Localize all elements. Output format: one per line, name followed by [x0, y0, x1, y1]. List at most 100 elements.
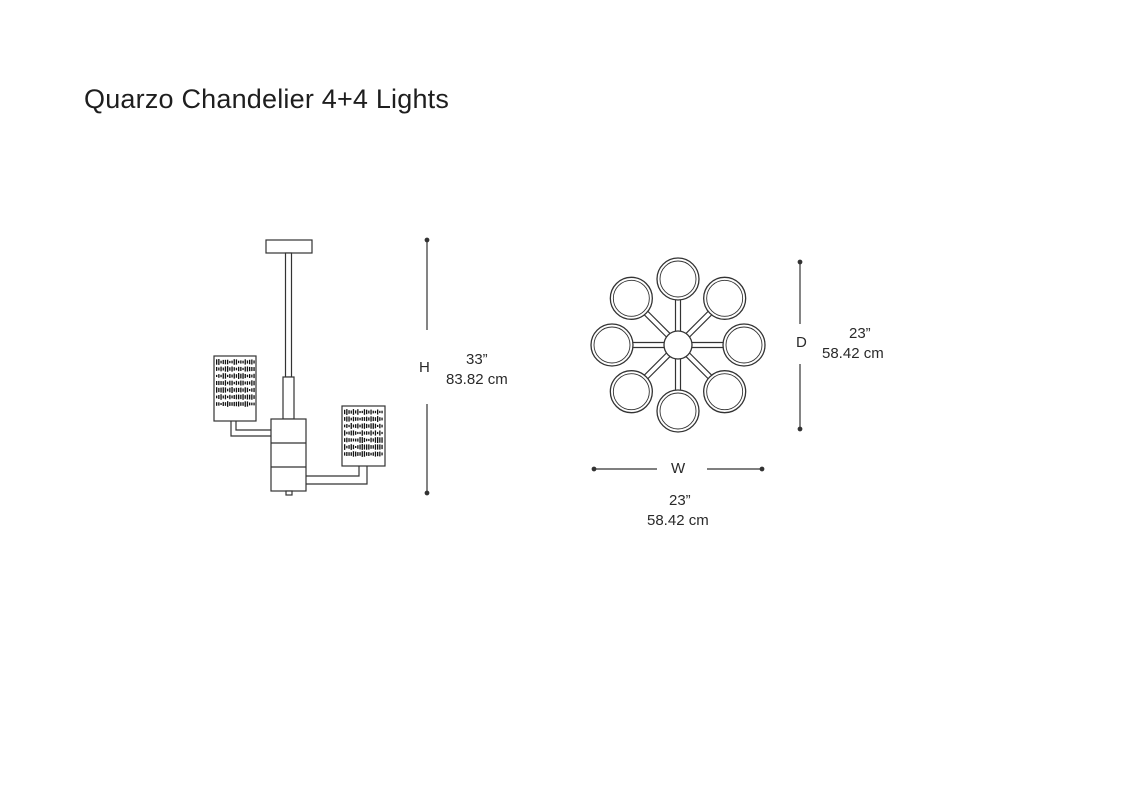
crystal-texture	[240, 394, 242, 400]
crystal-texture	[224, 394, 227, 400]
crystal-texture	[251, 402, 253, 406]
crystal-texture	[355, 417, 357, 421]
globe-inner-ring	[706, 373, 744, 411]
crystal-texture	[222, 373, 224, 379]
crystal-texture	[216, 395, 218, 399]
crystal-texture	[366, 409, 368, 415]
crystal-texture	[352, 444, 355, 450]
crystal-texture	[251, 394, 253, 400]
crystal-texture	[235, 359, 238, 365]
crystal-texture	[249, 366, 251, 372]
crystal-texture	[372, 410, 374, 414]
globe-inner-ring	[659, 260, 697, 298]
crystal-texture	[222, 395, 224, 399]
crystal-texture	[251, 388, 253, 392]
crystal-texture	[249, 389, 251, 392]
crystal-texture	[231, 360, 233, 364]
crystal-texture	[359, 452, 361, 456]
crystal-texture	[224, 402, 227, 406]
crystal-texture	[240, 402, 242, 406]
crystal-texture	[227, 366, 229, 372]
crystal-texture	[379, 430, 381, 436]
crystal-texture	[357, 452, 359, 456]
crystal-texture	[233, 373, 235, 379]
left-shade-pattern	[216, 359, 255, 407]
crystal-texture	[229, 380, 231, 386]
crystal-texture	[379, 417, 381, 421]
top-view-arm	[642, 313, 667, 338]
crystal-texture	[357, 445, 359, 449]
height-endpoint	[424, 237, 430, 243]
crystal-texture	[240, 360, 242, 364]
crystal-texture	[348, 424, 350, 428]
crystal-texture	[363, 451, 366, 457]
crystal-texture	[227, 401, 229, 407]
crystal-texture	[244, 366, 246, 372]
depth-inches: 23”	[849, 325, 871, 342]
crystal-texture	[381, 444, 383, 450]
height-centimeters: 83.82 cm	[446, 371, 508, 388]
crystal-texture	[253, 387, 255, 393]
crystal-texture	[372, 452, 374, 456]
crystal-texture	[253, 395, 255, 399]
crystal-texture	[377, 431, 379, 435]
crystal-texture	[350, 410, 352, 414]
crystal-texture	[231, 387, 233, 393]
crystal-texture	[368, 431, 370, 435]
height-letter: H	[419, 359, 430, 376]
crystal-texture	[368, 438, 370, 442]
top-view-arm	[685, 309, 710, 334]
crystal-texture	[361, 444, 363, 450]
crystal-texture	[372, 423, 374, 429]
crystal-texture	[381, 417, 383, 421]
crystal-texture	[222, 401, 224, 406]
crystal-texture	[242, 367, 244, 371]
crystal-texture	[372, 445, 374, 449]
crystal-texture	[366, 431, 368, 435]
crystal-texture	[372, 438, 374, 442]
crystal-texture	[238, 387, 240, 392]
crystal-texture	[242, 380, 244, 386]
crystal-texture	[372, 431, 374, 435]
crystal-texture	[240, 380, 242, 386]
crystal-texture	[242, 373, 244, 379]
crystal-texture	[229, 402, 231, 406]
top-view-arm	[646, 356, 671, 381]
width-inches: 23”	[669, 492, 691, 509]
crystal-texture	[381, 437, 383, 443]
crystal-texture	[363, 417, 366, 421]
crystal-texture	[235, 401, 238, 407]
crystal-texture	[355, 446, 357, 448]
crystal-texture	[352, 438, 355, 442]
globe-inner-ring	[706, 279, 744, 317]
crystal-texture	[233, 395, 235, 399]
crystal-texture	[363, 431, 366, 435]
crystal-texture	[350, 438, 352, 442]
crystal-texture	[238, 381, 240, 385]
crystal-texture	[363, 409, 366, 415]
crystal-texture	[344, 430, 346, 436]
depth-centimeters: 58.42 cm	[822, 345, 884, 362]
crystal-texture	[231, 402, 233, 406]
crystal-texture	[231, 374, 233, 378]
crystal-texture	[379, 410, 381, 414]
crystal-texture	[359, 437, 361, 443]
crystal-texture	[370, 437, 372, 443]
crystal-texture	[381, 452, 383, 456]
crystal-texture	[344, 438, 346, 442]
crystal-texture	[370, 430, 372, 436]
crystal-texture	[377, 416, 379, 422]
crystal-texture	[246, 366, 249, 372]
crystal-texture	[348, 410, 350, 414]
crystal-texture	[238, 366, 240, 372]
crystal-texture	[346, 452, 348, 456]
crystal-texture	[233, 381, 235, 385]
crystal-texture	[344, 409, 346, 415]
crystal-texture	[363, 423, 366, 429]
crystal-texture	[244, 387, 246, 393]
crystal-texture	[216, 381, 218, 385]
bottom-finial	[285, 490, 293, 496]
crystal-texture	[238, 373, 240, 379]
crystal-texture	[379, 444, 381, 450]
